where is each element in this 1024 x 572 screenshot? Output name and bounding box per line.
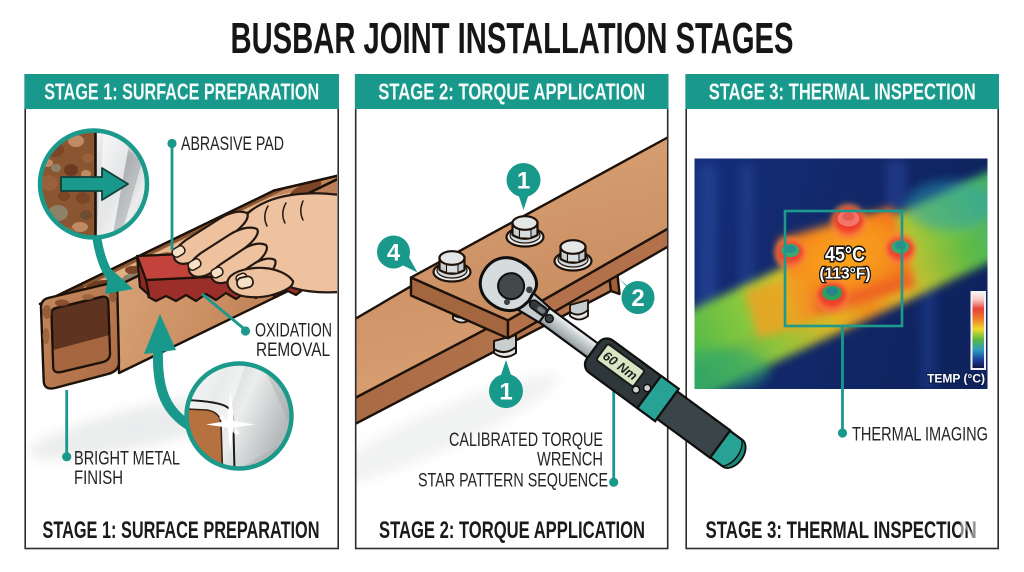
svg-text:N: N — [959, 516, 977, 544]
svg-text:STAGE 1: SURFACE PREPARATION: STAGE 1: SURFACE PREPARATION — [43, 517, 320, 544]
svg-text:THERMAL IMAGING: THERMAL IMAGING — [852, 425, 988, 446]
svg-text:1: 1 — [517, 168, 530, 195]
svg-text:45°C: 45°C — [825, 244, 865, 266]
svg-text:STAGE 3: THERMAL INSPECTION: STAGE 3: THERMAL INSPECTION — [706, 517, 977, 544]
svg-text:FINISH: FINISH — [74, 468, 123, 489]
svg-text:1: 1 — [499, 379, 512, 406]
svg-text:OXIDATION: OXIDATION — [255, 321, 332, 342]
svg-text:STAGE 2: TORQUE APPLICATION: STAGE 2: TORQUE APPLICATION — [378, 79, 645, 105]
svg-text:BRIGHT METAL: BRIGHT METAL — [74, 449, 180, 470]
svg-text:2: 2 — [631, 285, 644, 312]
svg-text:WRENCH: WRENCH — [537, 450, 603, 471]
svg-text:4: 4 — [387, 240, 401, 267]
svg-text:TEMP (°C): TEMP (°C) — [927, 372, 985, 386]
svg-text:(113°F): (113°F) — [820, 266, 871, 283]
svg-text:ABRASIVE PAD: ABRASIVE PAD — [181, 134, 284, 155]
svg-text:BUSBAR JOINT INSTALLATION STAG: BUSBAR JOINT INSTALLATION STAGES — [231, 14, 794, 63]
svg-text:CALIBRATED TORQUE: CALIBRATED TORQUE — [449, 430, 603, 451]
svg-text:REMOVAL: REMOVAL — [256, 340, 330, 361]
svg-text:STAGE 3: THERMAL INSPECTION: STAGE 3: THERMAL INSPECTION — [709, 79, 976, 105]
svg-text:STAGE 1: SURFACE PREPARATION: STAGE 1: SURFACE PREPARATION — [44, 79, 319, 105]
svg-text:STAGE 2: TORQUE APPLICATION: STAGE 2: TORQUE APPLICATION — [379, 517, 645, 544]
svg-text:STAR PATTERN SEQUENCE: STAR PATTERN SEQUENCE — [418, 471, 608, 492]
